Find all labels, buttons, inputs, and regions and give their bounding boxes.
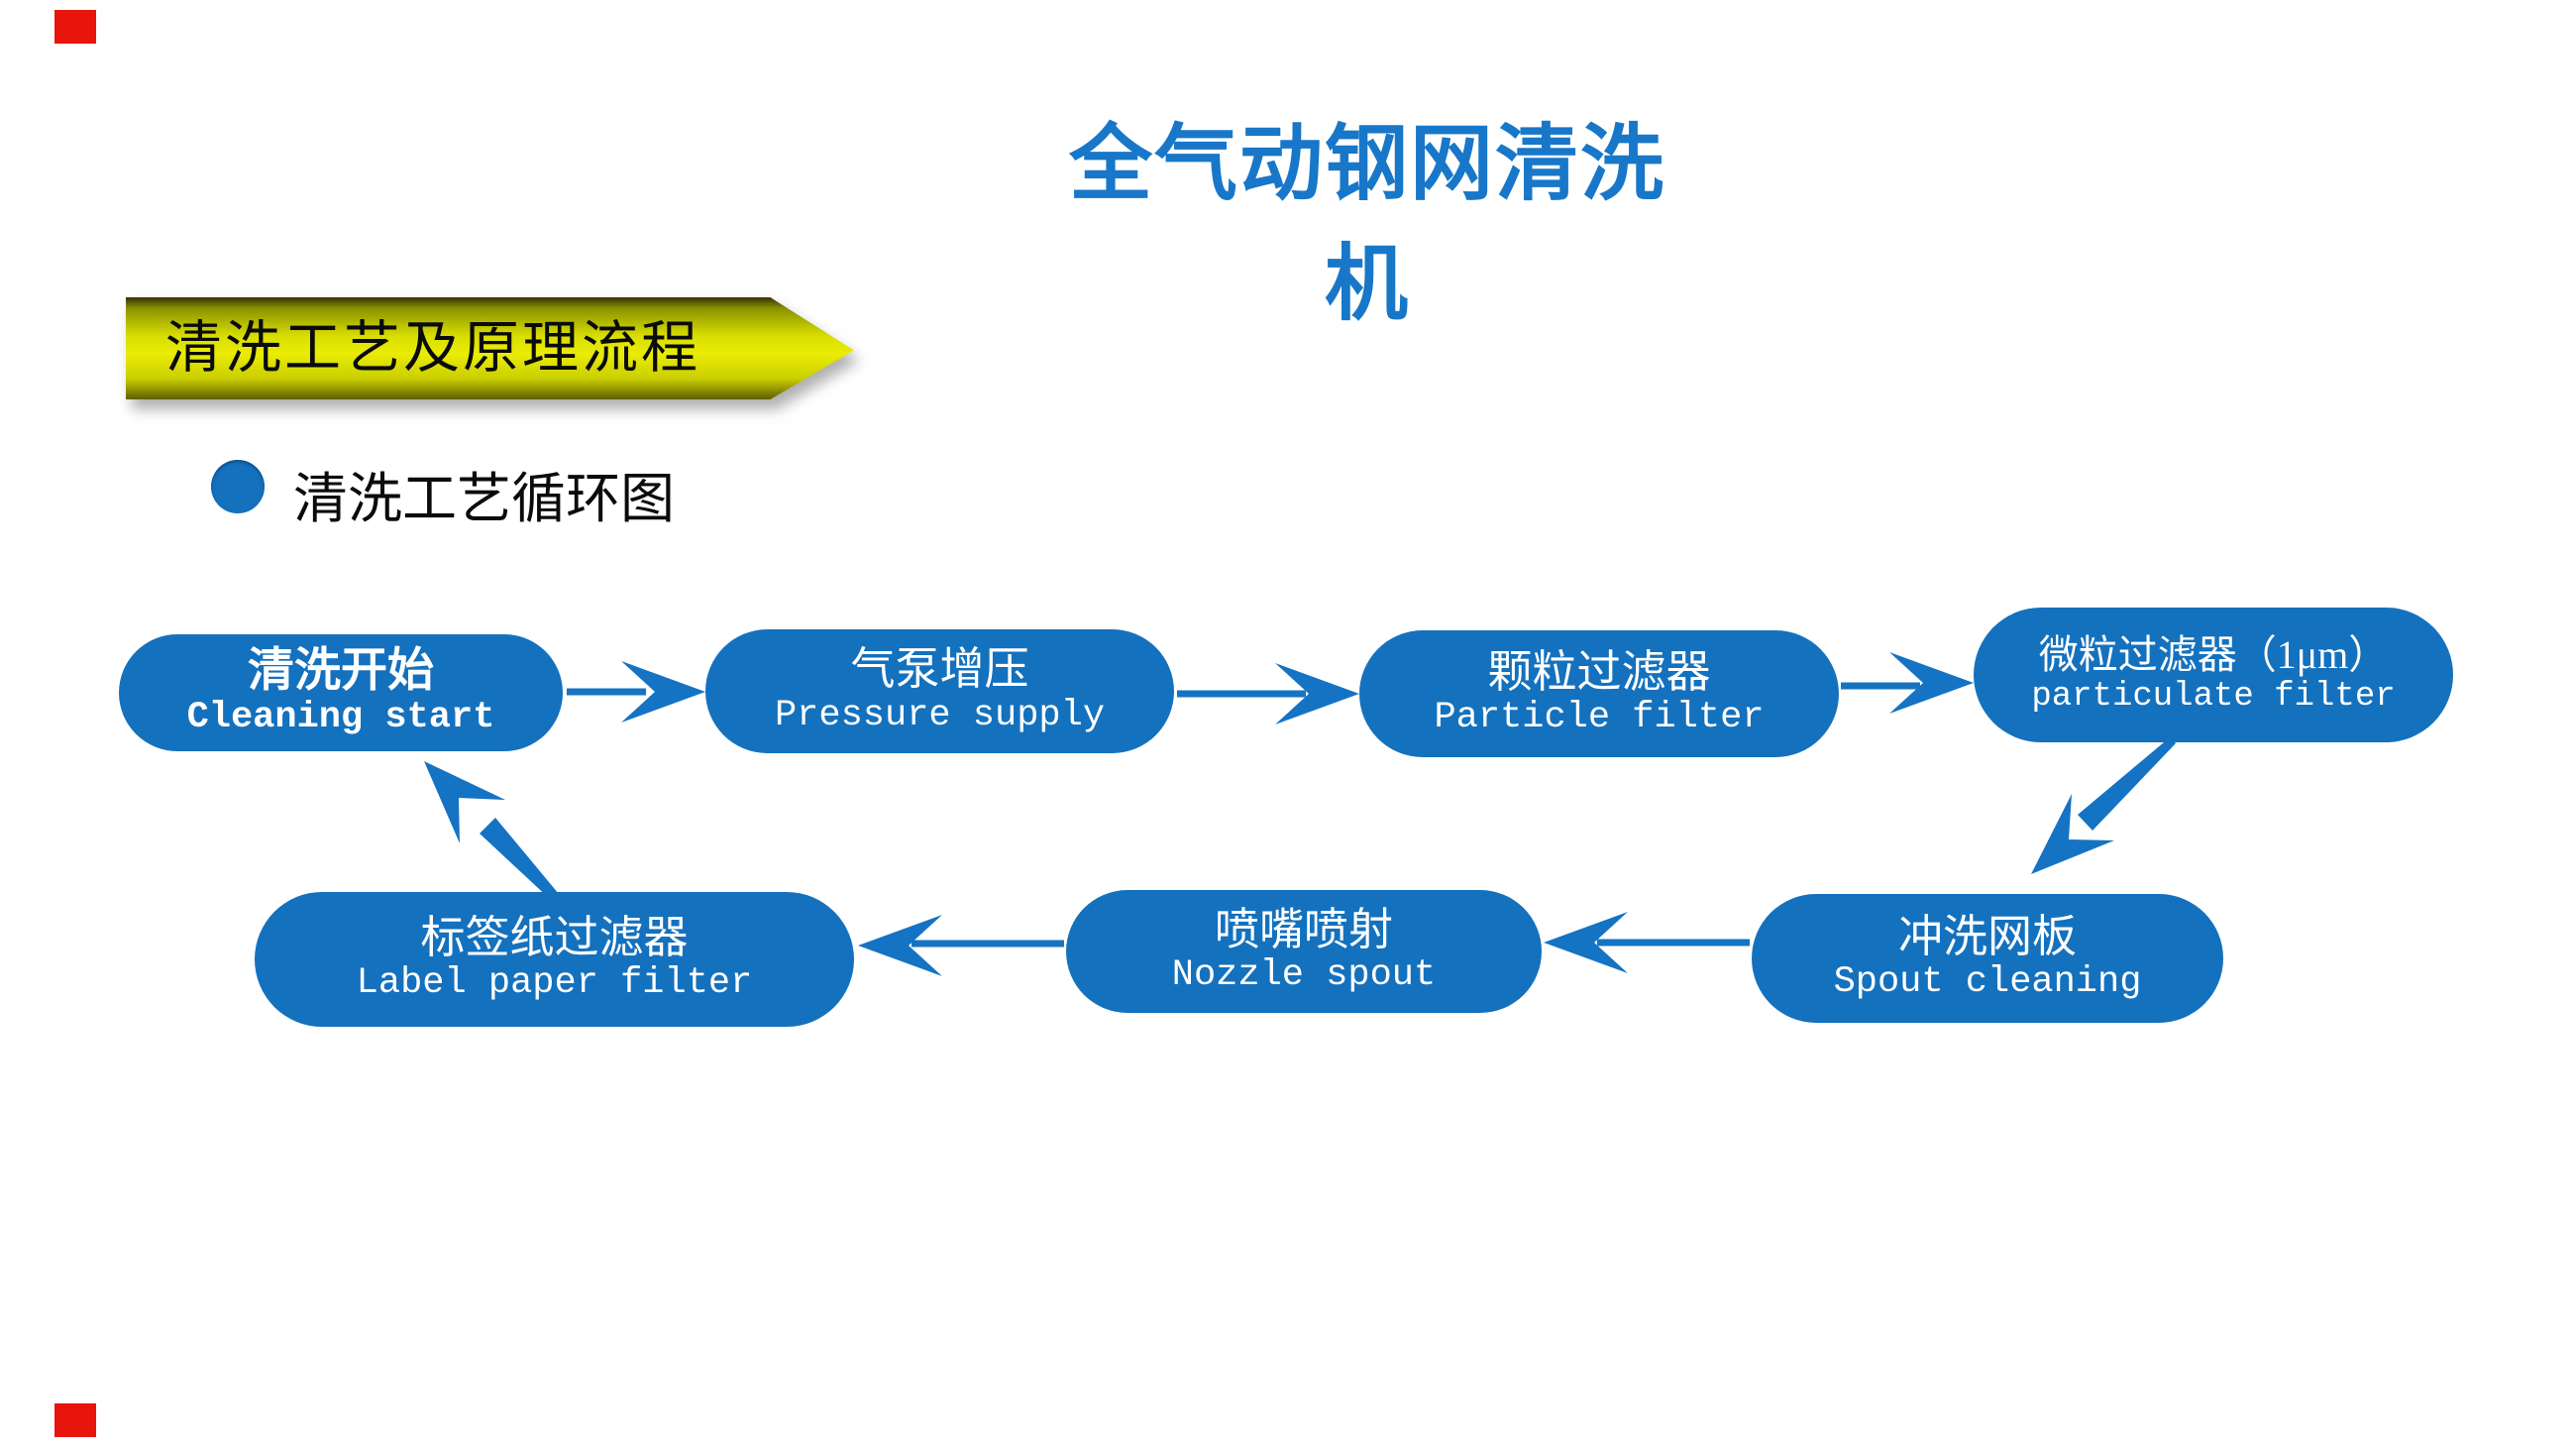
bullet-dot-icon — [211, 460, 265, 513]
node-label-zh: 气泵增压 — [850, 644, 1029, 695]
node-label-zh: 冲洗网板 — [1897, 911, 2077, 961]
flow-node-nozzle-spout: 喷嘴喷射 Nozzle spout — [1066, 890, 1542, 1013]
red-corner-marker-bottom — [54, 1403, 96, 1437]
flow-node-particulate-filter: 微粒过滤器（1μm） particulate filter — [1974, 608, 2453, 742]
node-label-en: particulate filter — [2031, 678, 2396, 717]
section-banner-label: 清洗工艺及原理流程 — [165, 317, 700, 380]
node-label-zh: 颗粒过滤器 — [1487, 646, 1711, 697]
flow-node-label-paper-filter: 标签纸过滤器 Label paper filter — [255, 892, 854, 1027]
bullet-label: 清洗工艺循环图 — [293, 469, 676, 529]
section-banner-shape: 清洗工艺及原理流程 — [126, 297, 854, 399]
flow-node-cleaning-start: 清洗开始 Cleaning start — [119, 634, 563, 751]
arrow-labelfilter-start — [480, 818, 559, 900]
flow-node-spout-cleaning: 冲洗网板 Spout cleaning — [1752, 894, 2223, 1023]
node-label-zh: 微粒过滤器（1μm） — [2038, 631, 2389, 677]
arrow-particulate-spout — [2078, 737, 2176, 831]
slide-title: 全气动钢网清洗机 — [1068, 119, 1665, 331]
node-label-en: Particle filter — [1434, 697, 1765, 739]
node-label-en: Label paper filter — [356, 962, 753, 1005]
node-label-en: Nozzle spout — [1171, 954, 1437, 997]
node-label-en: Spout cleaning — [1833, 961, 2142, 1004]
node-label-zh: 清洗开始 — [248, 644, 434, 697]
flow-node-pressure-supply: 气泵增压 Pressure supply — [705, 629, 1174, 753]
node-label-zh: 标签纸过滤器 — [420, 912, 689, 962]
node-label-en: Cleaning start — [186, 697, 495, 739]
flow-node-particle-filter: 颗粒过滤器 Particle filter — [1359, 630, 1839, 757]
node-label-en: Pressure supply — [774, 694, 1106, 736]
section-banner: 清洗工艺及原理流程 — [126, 297, 854, 399]
red-corner-marker-top — [54, 10, 96, 44]
node-label-zh: 喷嘴喷射 — [1214, 904, 1393, 954]
